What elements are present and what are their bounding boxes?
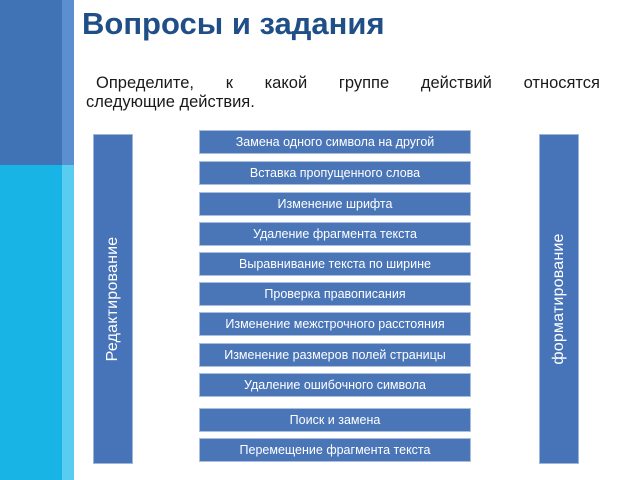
decorative-stripe-bottom xyxy=(0,165,74,480)
question-line-1: Определите, к какой группе действий отно… xyxy=(96,74,600,92)
action-card[interactable]: Удаление ошибочного символа xyxy=(199,373,471,397)
action-card[interactable]: Поиск и замена xyxy=(199,408,471,432)
decorative-stripe-top-accent xyxy=(62,0,74,165)
question-line-2: следующие действия. xyxy=(86,93,255,111)
action-card[interactable]: Выравнивание текста по ширине xyxy=(199,252,471,276)
action-card[interactable]: Замена одного символа на другой xyxy=(199,130,471,154)
category-formatting-label: форматирование xyxy=(550,233,567,365)
action-card[interactable]: Удаление фрагмента текста xyxy=(199,222,471,246)
category-editing-label: Редактирование xyxy=(104,236,121,362)
decorative-stripe-top xyxy=(0,0,74,165)
action-card[interactable]: Вставка пропущенного слова xyxy=(199,161,471,185)
category-editing-dropzone[interactable]: Редактирование xyxy=(93,134,133,464)
slide-title: Вопросы и задания xyxy=(82,6,385,41)
action-card[interactable]: Проверка правописания xyxy=(199,282,471,306)
action-card[interactable]: Перемещение фрагмента текста xyxy=(199,438,471,462)
action-card[interactable]: Изменение межстрочного расстояния xyxy=(199,312,471,336)
question-text: Определите, к какой группе действий отно… xyxy=(86,74,600,112)
action-card[interactable]: Изменение размеров полей страницы xyxy=(199,343,471,367)
action-card[interactable]: Изменение шрифта xyxy=(199,192,471,216)
category-formatting-dropzone[interactable]: форматирование xyxy=(539,134,579,464)
decorative-stripe-bottom-accent xyxy=(62,165,74,480)
